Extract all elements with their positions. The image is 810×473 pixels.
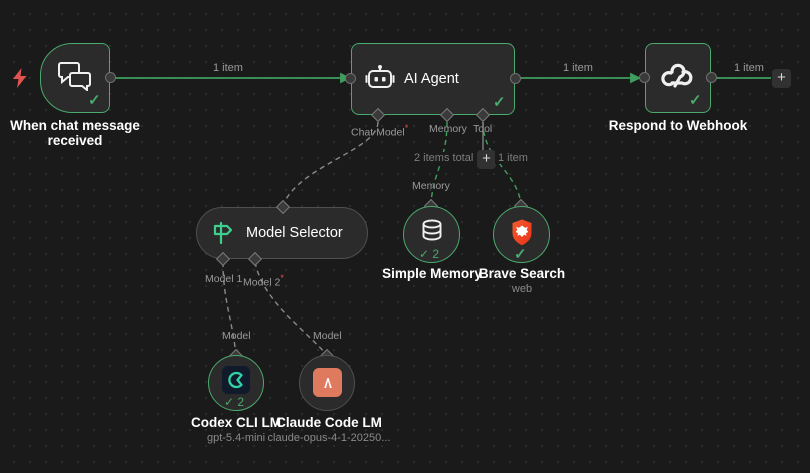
chat-trigger-title-line2: received [47,133,103,148]
simple-memory-body[interactable] [403,206,460,263]
label-memory-items: 2 items total [411,152,477,164]
port-label-model-left: Model [222,330,251,342]
anthropic-icon [313,368,342,397]
simple-memory-title: Simple Memory [382,266,482,281]
codex-cli-lm-title: Codex CLI LM [191,415,281,430]
respond-webhook-title: Respond to Webhook [608,118,748,133]
brave-search-subtitle: web [511,283,533,295]
brave-search-status-check: ✓ [514,246,527,263]
simple-memory-status-check: ✓ 2 [419,247,440,261]
ai-agent-status-check: ✓ [493,94,506,111]
port-label-chat-model: Chat Model* [351,123,409,139]
model-2-required-marker: * [280,273,284,283]
respond-webhook-input-port[interactable] [639,72,650,83]
brave-lion-icon [509,218,535,246]
port-label-model-2: Model 2* [243,273,284,289]
label-tool-items: 1 item [495,152,531,164]
model-selector-title: Model Selector [246,225,343,241]
port-label-memory: Memory [429,123,467,135]
robot-icon [363,62,397,96]
label-webhook-out: 1 item [731,62,767,74]
respond-webhook-status-check: ✓ [689,92,702,109]
port-label-model-1: Model 1 [205,273,243,285]
chat-bubbles-icon [52,56,98,96]
codex-cli-lm-subtitle: gpt-5.4-mini [206,432,266,444]
chat-trigger-output-port[interactable] [105,72,116,83]
webhook-icon [659,57,697,95]
ai-agent-input-port[interactable] [345,73,356,84]
label-trigger-to-agent: 1 item [210,62,246,74]
chat-trigger-status-check: ✓ [88,92,101,109]
add-node-button[interactable]: + [772,69,791,88]
port-label-memory-sub: Memory [412,180,450,192]
port-label-model-right: Model [313,330,342,342]
label-agent-to-webhook: 1 item [560,62,596,74]
chat-trigger-title-line1: When chat message [10,118,140,133]
add-tool-button[interactable]: + [477,150,496,169]
database-icon [419,219,445,245]
ai-agent-output-port[interactable] [510,73,521,84]
codex-cli-lm-status-check: ✓ 2 [224,395,245,409]
ai-agent-body[interactable] [351,43,515,115]
signpost-icon [208,220,236,246]
respond-webhook-output-port[interactable] [706,72,717,83]
codex-icon [222,366,250,394]
brave-search-title: Brave Search [478,266,566,281]
claude-code-lm-title: Claude Code LM [276,415,382,430]
lightning-bolt-icon [12,68,28,93]
chat-model-required-marker: * [404,123,409,133]
claude-code-lm-subtitle: claude-opus-4-1-20250... [267,432,391,444]
ai-agent-title: AI Agent [404,71,459,87]
port-label-tool: Tool [473,123,493,135]
